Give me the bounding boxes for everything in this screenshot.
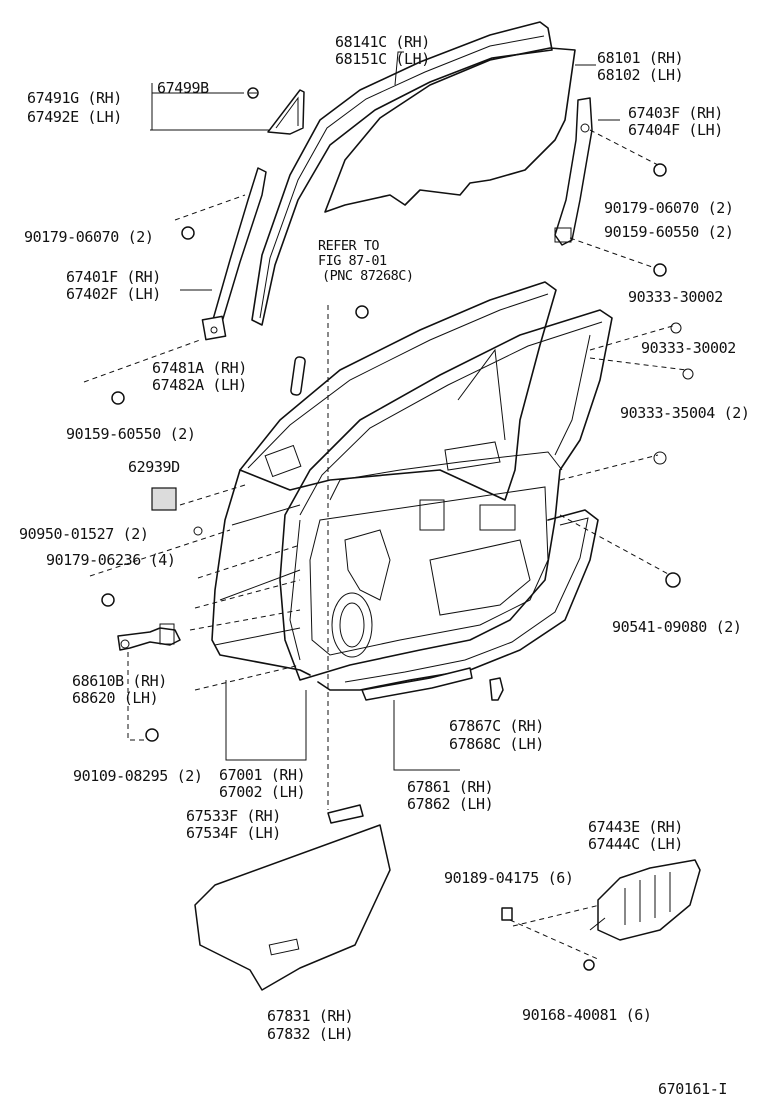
- label-90541: 90541-09080 (2): [612, 618, 741, 636]
- label-67444: 67444C (LH): [588, 835, 683, 853]
- door-panel-67001: [211, 281, 557, 676]
- label-68620: 68620 (LH): [72, 689, 158, 707]
- weatherstrip-67861: [317, 509, 599, 691]
- label-67831: 67831 (RH): [267, 1007, 353, 1025]
- label-67492: 67492E (LH): [27, 108, 122, 126]
- label-68610: 68610B (RH): [72, 672, 167, 690]
- leader-lines: [150, 51, 620, 931]
- label-90333-b: 90333-30002: [641, 339, 736, 357]
- door-inner-frame: [279, 309, 613, 681]
- label-68151: 68151C (LH): [335, 50, 430, 68]
- strip-67481a: [290, 356, 306, 396]
- label-67403: 67403F (RH): [628, 104, 723, 122]
- label-90950: 90950-01527 (2): [19, 525, 148, 543]
- door-check-68610: [117, 623, 181, 651]
- label-67533: 67533F (RH): [186, 807, 281, 825]
- label-67499: 67499B: [157, 79, 209, 97]
- frame-67401: [201, 167, 267, 341]
- pad-67533: [327, 804, 364, 824]
- label-68102: 68102 (LH): [597, 66, 683, 84]
- pad-62939: [151, 487, 177, 511]
- label-67491: 67491G (RH): [27, 89, 122, 107]
- label-62939: 62939D: [128, 458, 180, 476]
- quarter-trim-67491: [267, 89, 305, 135]
- label-67482: 67482A (LH): [152, 376, 247, 394]
- label-67402: 67402F (LH): [66, 285, 161, 303]
- label-68141: 68141C (RH): [335, 33, 430, 51]
- dashed-leaders: [83, 129, 687, 961]
- label-67867: 67867C (RH): [449, 717, 544, 735]
- part-number-labels: 68141C (RH) 68151C (LH) 68101 (RH) 68102…: [19, 33, 750, 1098]
- label-67861: 67861 (RH): [407, 778, 493, 796]
- screw-67499b: [247, 87, 259, 99]
- figure-id: 670161-I: [658, 1080, 727, 1098]
- label-67868: 67868C (LH): [449, 735, 544, 753]
- label-67001: 67001 (RH): [219, 766, 305, 784]
- label-90179-b: 90179-06070 (2): [604, 199, 733, 217]
- label-90159-a: 90159-60550 (2): [604, 223, 733, 241]
- label-67401: 67401F (RH): [66, 268, 161, 286]
- belt-molding: [361, 667, 473, 701]
- label-90189: 90189-04175 (6): [444, 869, 573, 887]
- glass-run-68141: [251, 21, 553, 326]
- label-67481: 67481A (RH): [152, 359, 247, 377]
- label-67002: 67002 (LH): [219, 783, 305, 801]
- door-glass-68101: [324, 47, 576, 213]
- label-90168: 90168-40081 (6): [522, 1006, 651, 1024]
- label-90179-a: 90179-06070 (2): [24, 228, 153, 246]
- lock-cover-67443: [597, 859, 701, 941]
- label-90109: 90109-08295 (2): [73, 767, 202, 785]
- label-refer-3: (PNC 87268C): [322, 268, 414, 284]
- label-67534: 67534F (LH): [186, 824, 281, 842]
- label-68101: 68101 (RH): [597, 49, 683, 67]
- label-90333-c: 90333-35004 (2): [620, 404, 749, 422]
- label-refer-2: FIG 87-01: [318, 253, 387, 269]
- label-67404: 67404F (LH): [628, 121, 723, 139]
- clip-67867: [489, 677, 504, 701]
- label-90179-c: 90179-06236 (4): [46, 551, 175, 569]
- label-67443: 67443E (RH): [588, 818, 683, 836]
- service-cover-67831: [194, 824, 391, 991]
- label-90159-b: 90159-60550 (2): [66, 425, 195, 443]
- label-67832: 67832 (LH): [267, 1025, 353, 1043]
- fastener-group: [101, 163, 694, 971]
- label-67862: 67862 (LH): [407, 795, 493, 813]
- label-refer-1: REFER TO: [318, 238, 379, 254]
- frame-67403: [554, 97, 593, 246]
- label-90333-a: 90333-30002: [628, 288, 723, 306]
